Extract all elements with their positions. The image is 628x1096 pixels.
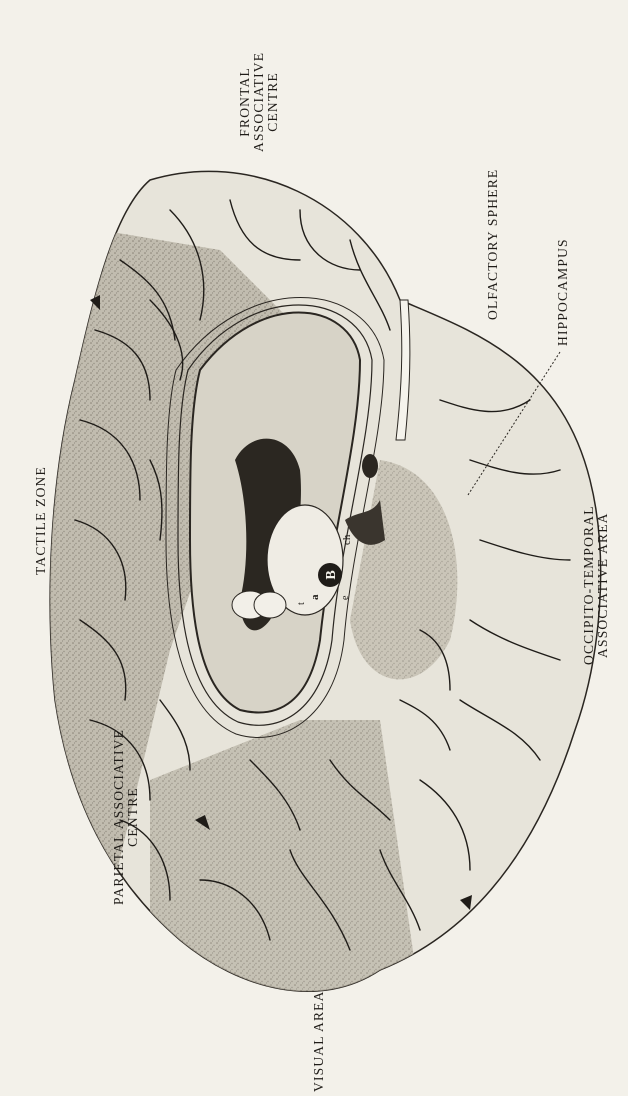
label-occipito-temporal: OCCIPITO-TEMPORAL ASSOCIATIVE AREA bbox=[582, 505, 610, 665]
inner-mark-ch: ch bbox=[341, 534, 353, 545]
label-frontal-line-2: ASSOCIATIVE bbox=[252, 52, 266, 152]
inner-mark-t: t bbox=[296, 602, 307, 605]
label-hippocampus-text: HIPPOCAMPUS bbox=[556, 238, 570, 346]
label-occipito-line-1: OCCIPITO-TEMPORAL bbox=[582, 505, 596, 665]
label-frontal-associative-centre: FRONTAL ASSOCIATIVE CENTRE bbox=[238, 52, 280, 152]
label-frontal-line-3: CENTRE bbox=[266, 52, 280, 152]
label-visual-area: VISUAL AREA bbox=[312, 990, 326, 1092]
inner-mark-a: a bbox=[309, 594, 321, 600]
label-tactile-text: TACTILE ZONE bbox=[34, 466, 48, 575]
label-olfactory-text: OLFACTORY SPHERE bbox=[486, 169, 500, 320]
label-frontal-line-1: FRONTAL bbox=[238, 52, 252, 152]
label-parietal-line-1: PARIETAL ASSOCIATIVE bbox=[112, 729, 126, 905]
label-tactile-zone: TACTILE ZONE bbox=[34, 466, 48, 575]
inner-mark-b: B bbox=[324, 570, 339, 579]
inner-mark-e: e bbox=[340, 595, 351, 600]
label-parietal-associative-centre: PARIETAL ASSOCIATIVE CENTRE bbox=[112, 729, 140, 905]
label-hippocampus: HIPPOCAMPUS bbox=[556, 238, 570, 346]
label-olfactory-sphere: OLFACTORY SPHERE bbox=[486, 169, 500, 320]
label-parietal-line-2: CENTRE bbox=[126, 729, 140, 905]
label-occipito-line-2: ASSOCIATIVE AREA bbox=[596, 505, 610, 665]
label-visual-text: VISUAL AREA bbox=[312, 990, 326, 1092]
